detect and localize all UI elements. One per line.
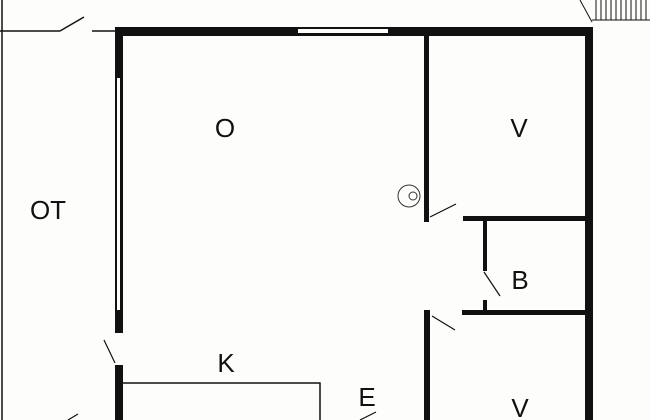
door-swings bbox=[67, 203, 501, 420]
room-label-b: B bbox=[511, 265, 528, 295]
windows bbox=[117, 29, 388, 310]
stairs bbox=[579, 0, 650, 23]
chimney-icon bbox=[397, 184, 421, 208]
room-label-o: O bbox=[215, 113, 235, 143]
room-label-v1: V bbox=[510, 113, 528, 143]
room-label-v2: V bbox=[511, 393, 529, 420]
room-label-e: E bbox=[358, 382, 375, 412]
room-label-k: K bbox=[217, 348, 235, 378]
door-swing bbox=[59, 16, 85, 32]
room-label-ot: OT bbox=[30, 195, 66, 225]
window-top bbox=[298, 29, 388, 33]
window-left bbox=[117, 78, 120, 310]
